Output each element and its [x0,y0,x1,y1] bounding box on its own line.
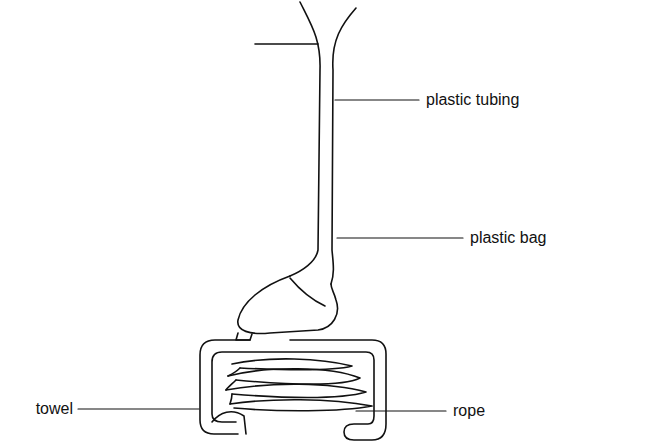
plastic-tubing [255,2,356,284]
tubing-wall [331,8,356,284]
part-label: towel [35,399,74,419]
rope [226,359,372,411]
towel-fold [212,412,246,434]
tubing-end [255,43,318,45]
bag-fold [290,278,325,306]
part-label: plastic bag [469,228,548,248]
leader-line [337,237,463,238]
part-label: rope [452,401,486,421]
bag-outline [238,276,338,333]
tubing-wall [290,2,320,276]
rope-coil [226,384,366,397]
leader-line [335,99,419,100]
towel-outline [212,340,386,440]
towel [200,340,386,440]
leader-line [356,410,446,411]
leader-line [78,408,199,409]
plastic-bag [236,276,337,340]
rope-coil [230,400,372,411]
bag-corner [236,333,252,340]
part-label: plastic tubing [425,90,520,110]
rope-coil [228,369,360,385]
rope-coil [226,368,240,404]
leader-lines [78,100,463,411]
